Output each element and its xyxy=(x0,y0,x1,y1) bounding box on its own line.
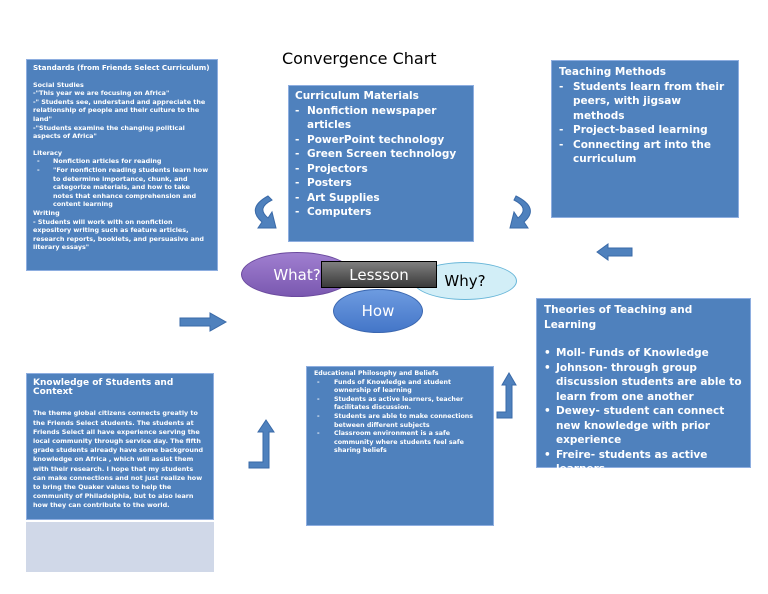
list-item: Students learn from their peers, with ji… xyxy=(559,80,731,124)
social-heading: Social Studies xyxy=(33,80,84,89)
list-item: Moll- Funds of Knowledge xyxy=(544,346,743,361)
how-oval: How xyxy=(333,289,423,333)
theories-box: Theories of Teaching and Learning Moll- … xyxy=(536,298,751,475)
list-item: Project-based learning xyxy=(559,123,731,138)
list-item: Dewey- student can connect new knowledge… xyxy=(544,404,743,448)
list-item: Projectors xyxy=(295,162,467,177)
list-item: Art Supplies xyxy=(295,191,467,206)
teaching-heading: Teaching Methods xyxy=(559,66,666,78)
left-arrow-icon xyxy=(596,243,633,261)
philosophy-box: Educational Philosophy and Beliefs Funds… xyxy=(306,366,494,526)
list-item: Connecting art into the curriculum xyxy=(559,138,731,167)
knowledge-text: The theme global citizens connects great… xyxy=(33,409,204,510)
page-title: Convergence Chart xyxy=(282,49,437,68)
list-item: Nonfiction newspaper articles xyxy=(295,104,467,133)
literacy-item: Nonfiction articles for reading xyxy=(33,157,211,166)
curriculum-heading: Curriculum Materials xyxy=(295,90,419,102)
social-item: -"Students examine the changing politica… xyxy=(33,123,185,141)
list-item: Students as active learners, teacher fac… xyxy=(314,396,486,413)
writing-text: - Students will work with on nonfiction … xyxy=(33,217,204,252)
lesson-box: Lessson xyxy=(321,261,437,288)
list-item: Computers xyxy=(295,205,467,220)
list-item: Classroom environment is a safe communit… xyxy=(314,430,486,456)
knowledge-heading: Knowledge of Students and Context xyxy=(33,378,174,398)
list-item: Funds of Knowledge and student ownership… xyxy=(314,379,486,396)
knowledge-box: Knowledge of Students and Context The th… xyxy=(26,373,214,520)
list-item: PowerPoint technology xyxy=(295,133,467,148)
up-arrow-icon xyxy=(248,419,275,469)
empty-panel xyxy=(26,522,214,572)
literacy-item: "For nonfiction reading students learn h… xyxy=(33,166,211,209)
up-arrow-icon xyxy=(496,372,517,419)
list-item: Johnson- through group discussion studen… xyxy=(544,361,743,405)
list-item: Students are able to make connections be… xyxy=(314,413,486,430)
list-item: Posters xyxy=(295,176,467,191)
list-item: Green Screen technology xyxy=(295,147,467,162)
social-item: -" Students see, understand and apprecia… xyxy=(33,97,206,123)
standards-heading: Standards (from Friends Select Curriculu… xyxy=(33,63,210,72)
philosophy-heading: Educational Philosophy and Beliefs xyxy=(314,370,439,377)
right-arrow-icon xyxy=(179,312,228,332)
social-item: -"This year we are focusing on Africa" xyxy=(33,89,170,98)
teaching-methods-box: Teaching Methods Students learn from the… xyxy=(551,60,739,218)
curved-arrow-icon xyxy=(254,195,277,229)
literacy-heading: Literacy xyxy=(33,148,63,157)
curriculum-box: Curriculum Materials Nonfiction newspape… xyxy=(288,85,474,242)
theories-heading: Theories of Teaching and Learning xyxy=(544,304,693,331)
writing-heading: Writing xyxy=(33,208,60,217)
standards-box: Standards (from Friends Select Curriculu… xyxy=(26,59,218,271)
curved-arrow-icon xyxy=(509,195,531,229)
list-item: Freire- students as active learners xyxy=(544,448,743,477)
